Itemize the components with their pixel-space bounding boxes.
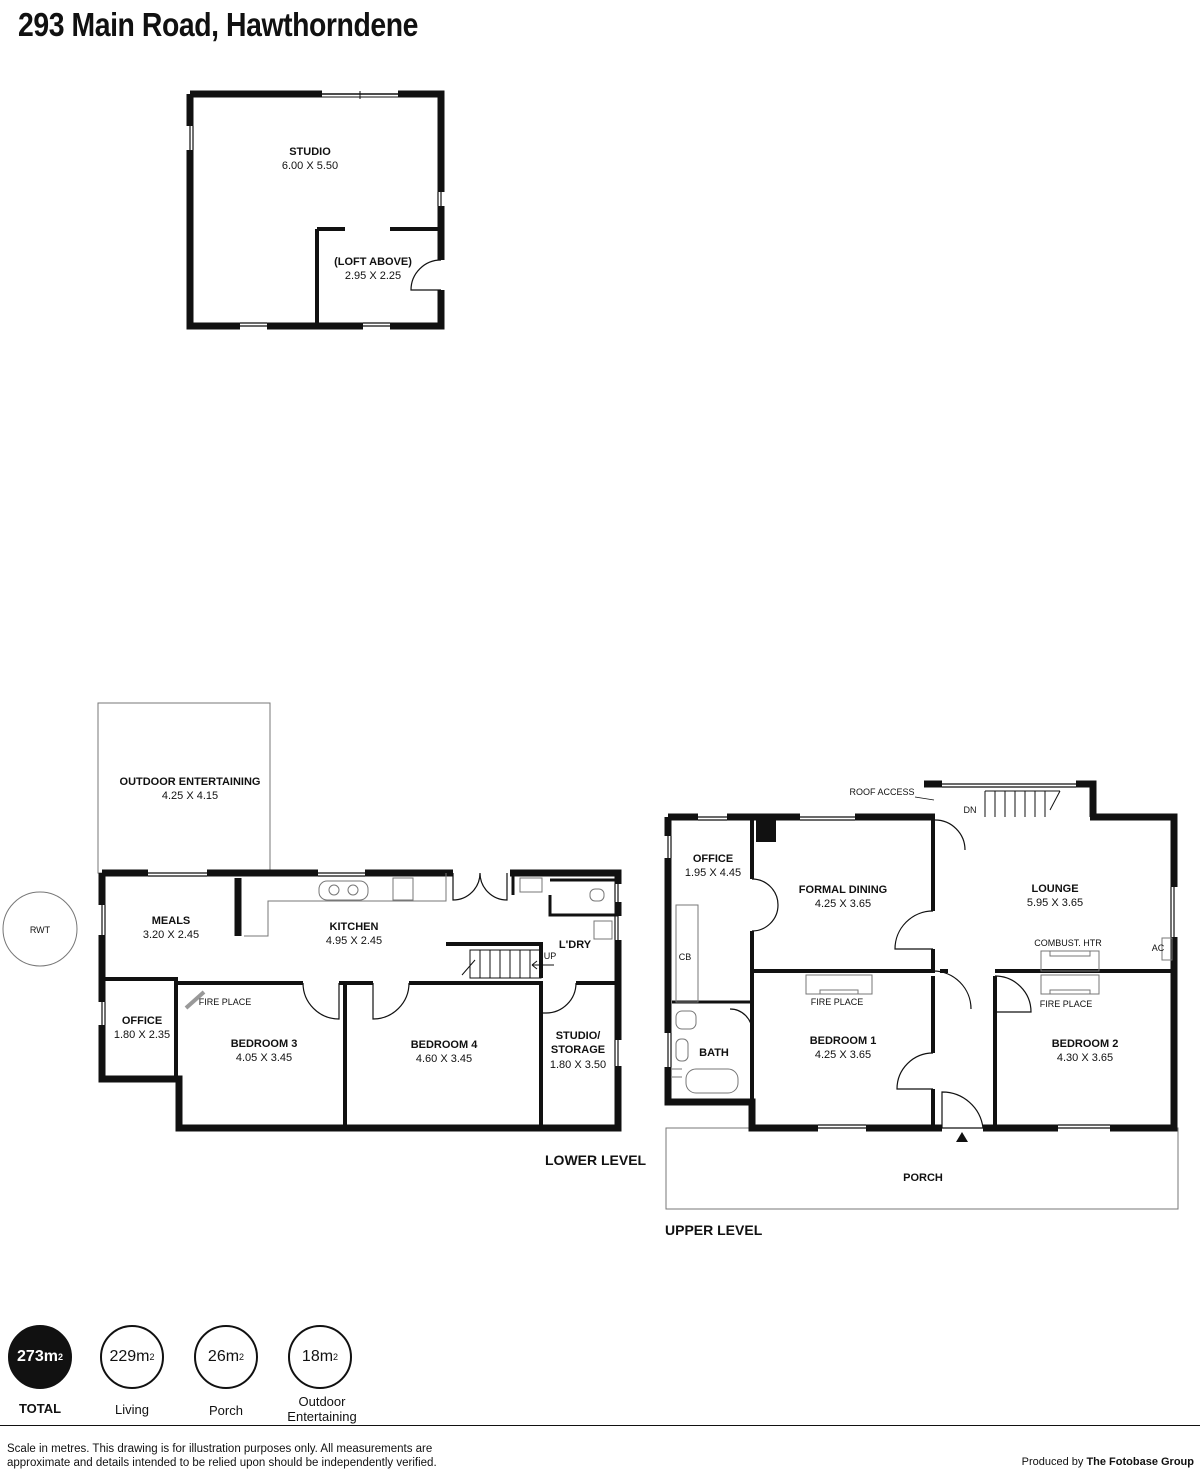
bath-label: BATH xyxy=(699,1047,729,1059)
formal-dining-dim: 4.25 X 3.65 xyxy=(815,898,871,910)
bedroom1-dim: 4.25 X 3.65 xyxy=(815,1049,871,1061)
producer-name: The Fotobase Group xyxy=(1086,1456,1194,1468)
area-living-label: Living xyxy=(115,1402,149,1417)
office-lower-label: OFFICE xyxy=(122,1015,162,1027)
formal-dining-label: FORMAL DINING xyxy=(799,884,887,896)
outdoor-label: OUTDOOR ENTERTAINING xyxy=(120,776,261,788)
meals-dim: 3.20 X 2.45 xyxy=(143,929,199,941)
porch-area xyxy=(665,1127,1179,1210)
lower-level-title: LOWER LEVEL xyxy=(545,1152,647,1168)
kitchen-label: KITCHEN xyxy=(330,921,379,933)
combust-heater-label: COMBUST. HTR xyxy=(1034,938,1102,948)
bedroom4-dim: 4.60 X 3.45 xyxy=(416,1053,472,1065)
area-outdoor-value: 18m xyxy=(301,1348,334,1365)
rwt-label: RWT xyxy=(30,925,51,935)
meals-label: MEALS xyxy=(152,915,191,927)
area-total-value: 273m xyxy=(17,1348,58,1365)
floor-plan: STUDIO 6.00 X 5.50 (LOFT ABOVE) 2.95 X 2… xyxy=(2,90,1179,1238)
bedroom3-dim: 4.05 X 3.45 xyxy=(236,1052,292,1064)
studio-storage-label-2: STORAGE xyxy=(551,1044,605,1056)
area-outdoor-label: Outdoor Entertaining xyxy=(287,1394,357,1424)
roof-access-label: ROOF ACCESS xyxy=(849,787,914,797)
area-porch-label: Porch xyxy=(209,1403,243,1418)
ac-label: AC xyxy=(1152,943,1165,953)
fireplace-bedroom1-label: FIRE PLACE xyxy=(811,997,864,1007)
upper-level-plan xyxy=(664,780,1178,1132)
producer-credit: Produced by The Fotobase Group xyxy=(1022,1456,1194,1468)
cb-label: CB xyxy=(679,952,692,962)
upper-level-title: UPPER LEVEL xyxy=(665,1222,763,1238)
produced-by-label: Produced by xyxy=(1021,1456,1084,1468)
lower-level-plan xyxy=(98,869,622,1132)
bedroom2-dim: 4.30 X 3.65 xyxy=(1057,1052,1113,1064)
rainwater-tank xyxy=(2,891,78,967)
footer-divider xyxy=(0,1425,1200,1426)
up-label: UP xyxy=(544,951,557,961)
studio-dim: 6.00 X 5.50 xyxy=(282,160,338,172)
bedroom2-label: BEDROOM 2 xyxy=(1052,1038,1119,1050)
lounge-label: LOUNGE xyxy=(1031,883,1078,895)
laundry-label: L'DRY xyxy=(559,939,592,951)
lounge-dim: 5.95 X 3.65 xyxy=(1027,897,1083,909)
porch-label: PORCH xyxy=(903,1172,943,1184)
loft-label: (LOFT ABOVE) xyxy=(334,256,412,268)
studio-storage-label-1: STUDIO/ xyxy=(556,1030,601,1042)
area-porch-value: 26m xyxy=(207,1348,240,1365)
area-total-label: TOTAL xyxy=(18,1401,62,1416)
kitchen-dim: 4.95 X 2.45 xyxy=(326,935,382,947)
disclaimer-text: Scale in metres. This drawing is for ill… xyxy=(7,1443,437,1469)
fireplace-label: FIRE PLACE xyxy=(199,997,252,1007)
studio-building xyxy=(186,90,445,330)
entry-arrow-icon xyxy=(956,1132,968,1142)
office-upper-label: OFFICE xyxy=(693,853,733,865)
outdoor-dim: 4.25 X 4.15 xyxy=(162,790,218,802)
studio-storage-dim: 1.80 X 3.50 xyxy=(550,1059,606,1071)
dn-label: DN xyxy=(964,805,977,815)
studio-label: STUDIO xyxy=(289,146,331,158)
page-title: 293 Main Road, Hawthorndene xyxy=(18,6,418,43)
office-lower-dim: 1.80 X 2.35 xyxy=(114,1029,170,1041)
outdoor-entertaining-area xyxy=(97,702,271,874)
loft-dim: 2.95 X 2.25 xyxy=(345,270,401,282)
area-living-value: 229m xyxy=(109,1348,150,1365)
office-upper-dim: 1.95 X 4.45 xyxy=(685,867,741,879)
bedroom1-label: BEDROOM 1 xyxy=(810,1035,877,1047)
bedroom4-label: BEDROOM 4 xyxy=(411,1039,479,1051)
fireplace-bedroom2-label: FIRE PLACE xyxy=(1040,999,1093,1009)
bedroom3-label: BEDROOM 3 xyxy=(231,1038,298,1050)
